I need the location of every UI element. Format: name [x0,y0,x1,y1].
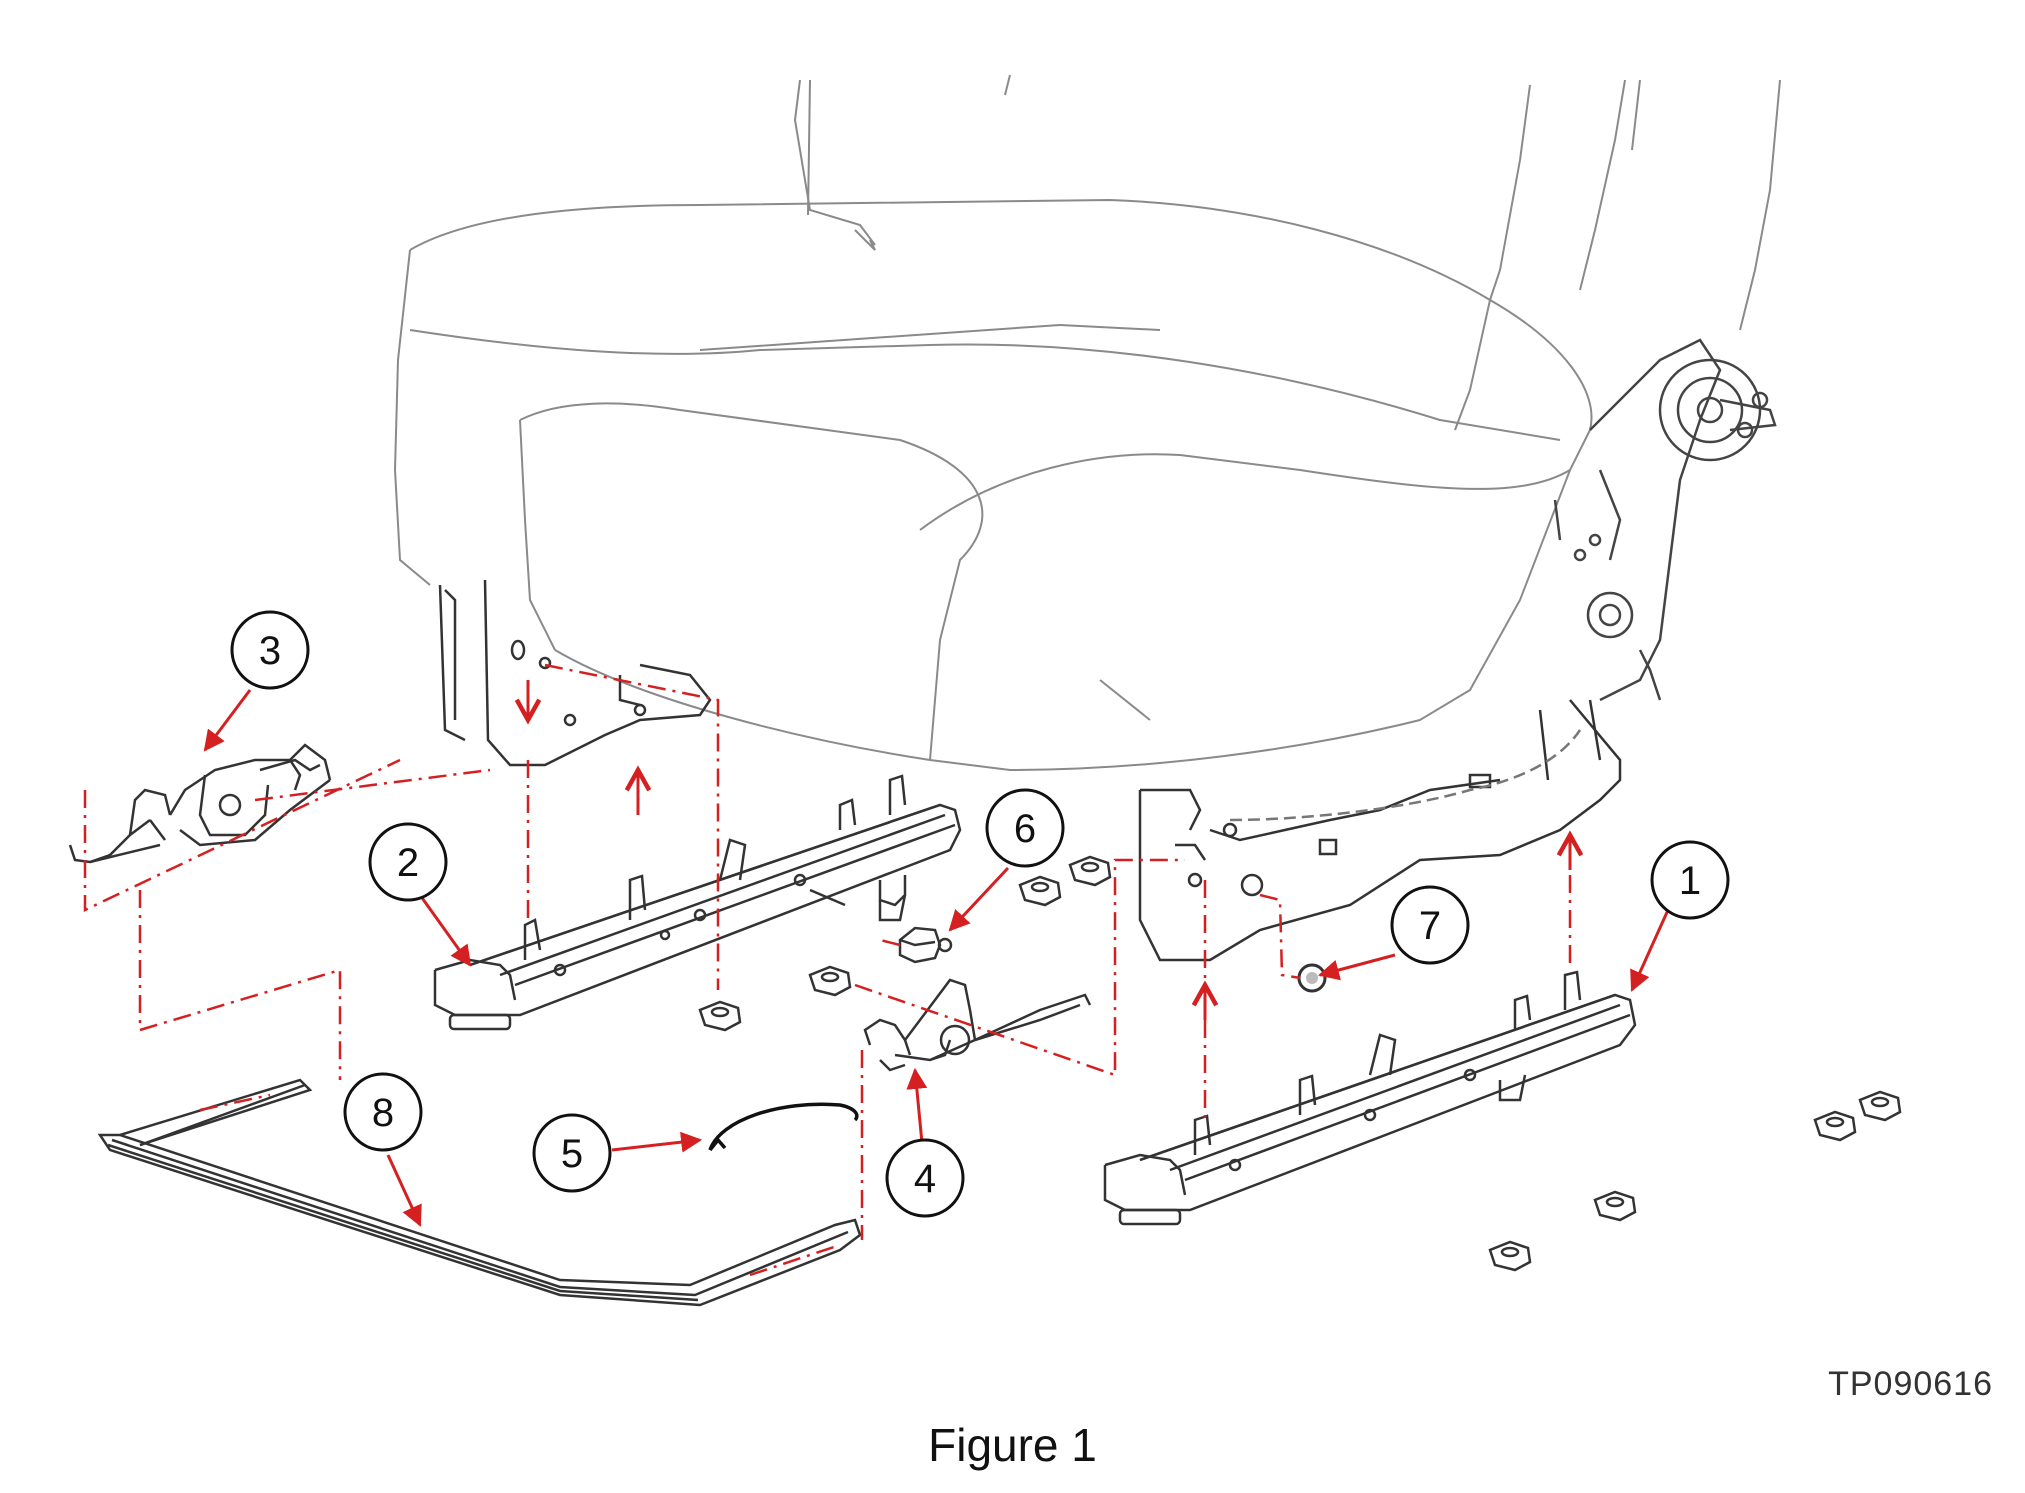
recliner-mechanism [1553,338,1777,702]
seat-back [793,74,1781,431]
callout-leaders [203,689,1670,1227]
callout-number: 8 [372,1091,394,1135]
nut [1018,875,1062,907]
nut [698,1000,742,1032]
release-lever [863,978,1092,1072]
callout-3: 3 [230,610,310,690]
callout-2: 2 [368,822,448,902]
bushing [878,875,953,964]
left-seat-bracket [438,579,712,767]
callout-number: 4 [914,1157,936,1201]
nut-set [698,855,1902,1272]
washer [1297,963,1327,993]
callout-number: 2 [397,841,419,885]
nut [808,965,852,997]
towel-bar [97,1078,862,1307]
nut [1068,855,1112,887]
seat-track-left [433,774,962,1031]
callout-number: 1 [1679,859,1701,903]
figure-caption: Figure 1 [928,1419,1097,1471]
callout-8: 8 [343,1072,423,1152]
callout-7: 7 [1390,885,1470,965]
seat-track-right [1103,970,1637,1226]
callout-4: 4 [885,1138,965,1218]
callout-number: 6 [1014,807,1036,851]
spring-clip [708,1102,859,1152]
callout-number: 3 [259,629,281,673]
callout-number: 5 [561,1132,583,1176]
figure-id: TP090616 [1828,1365,1993,1403]
latch-assembly [68,743,332,864]
callout-6: 6 [985,788,1065,868]
assembly-arrows [528,680,1570,1020]
nut [1593,1190,1637,1222]
nut [1488,1240,1532,1272]
right-seat-bracket [1138,699,1622,962]
callout-1: 1 [1650,840,1730,920]
nut [1813,1110,1857,1142]
callout-5: 5 [532,1113,612,1193]
assembly-guide-lines [83,663,1572,1277]
nut [1858,1090,1902,1122]
seat-cushion [393,198,1593,772]
callout-number: 7 [1419,904,1441,948]
